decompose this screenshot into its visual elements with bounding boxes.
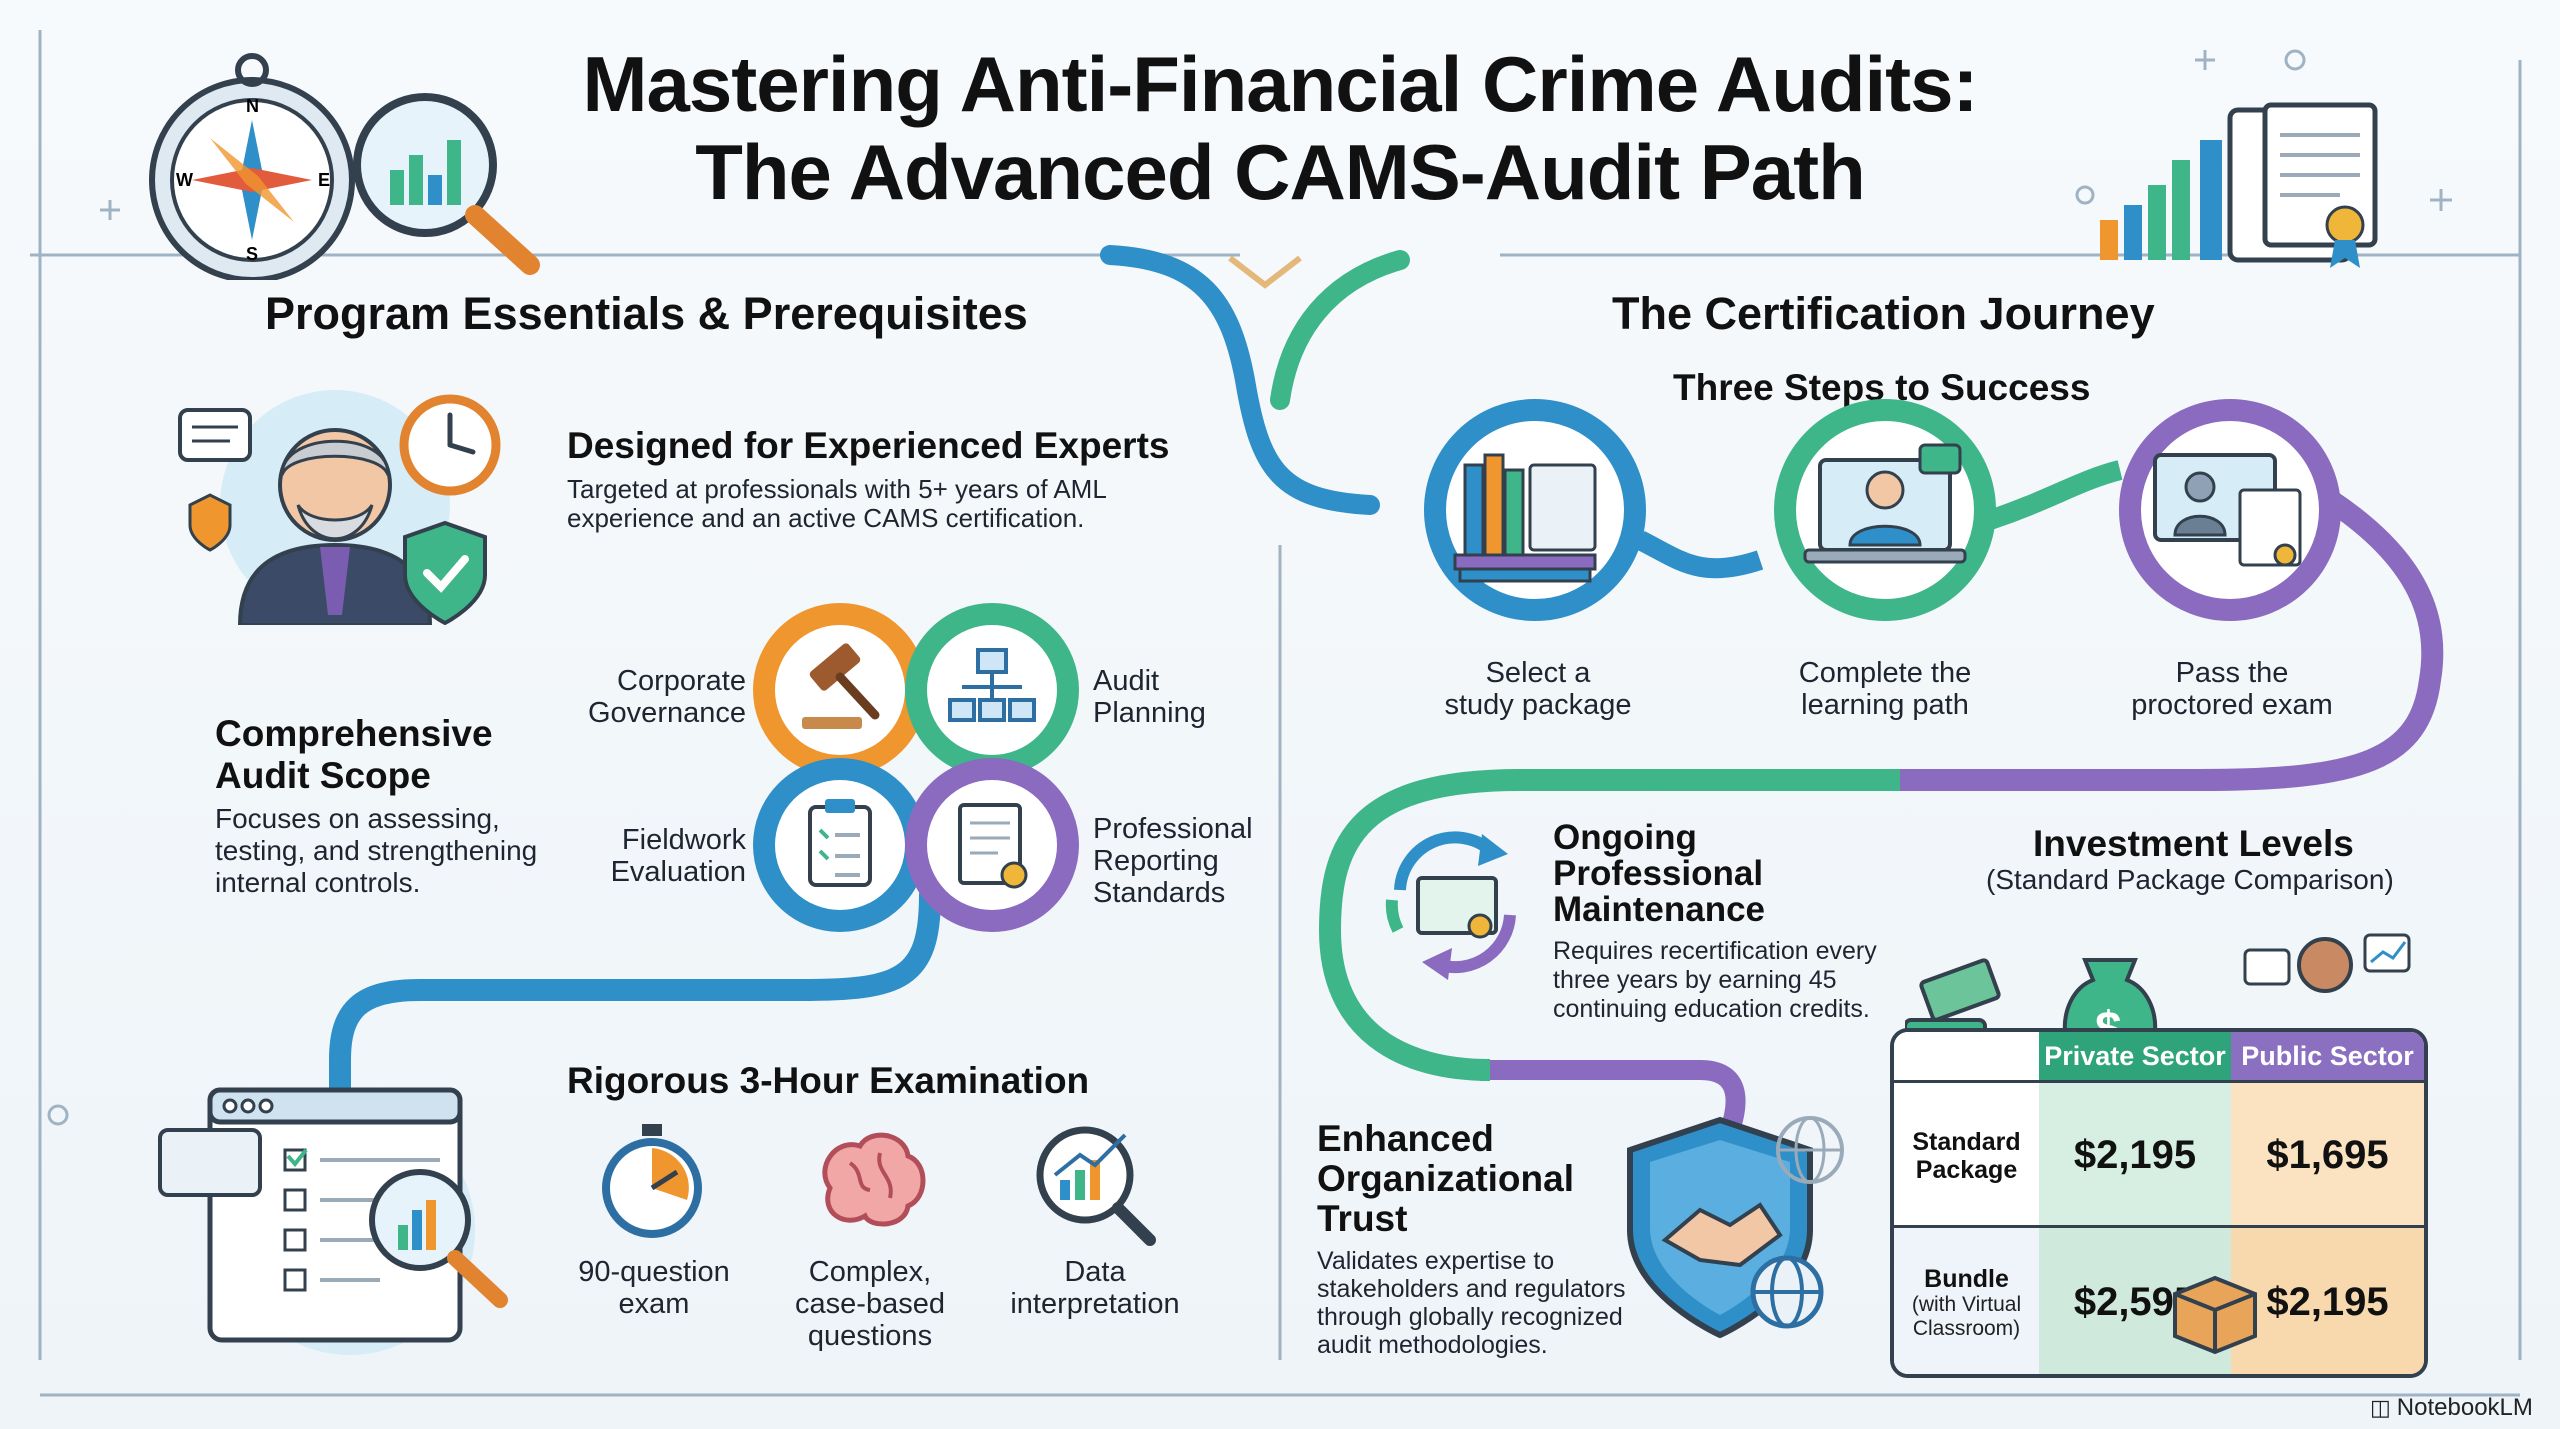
experts-desc-line1: Targeted at professionals with 5+ years … [567,474,1107,504]
col-public-sector: Public Sector [2231,1032,2424,1080]
step-2-line1: Complete the [1798,657,1972,689]
step-1-line1: Select a [1485,657,1591,689]
exam-item-1-line2: exam [618,1288,690,1320]
globe-icon [1776,1116,1844,1184]
books-icon [1424,399,1646,621]
scope-desc-line1: Focuses on assessing, [215,803,500,834]
trust-title-line3: Trust [1317,1198,1408,1239]
compass-icon: N S W E [149,53,355,280]
laptop-learner-icon [1774,399,1996,621]
experts-title: Designed for Experienced Experts [567,425,1170,466]
documents-chart-icon [2100,102,2378,268]
expert-icon [178,390,450,625]
flowchart-icon [948,648,1036,722]
recycle-certificate-icon [1385,831,1516,980]
domain-fieldwork-line2: Evaluation [610,856,746,888]
domain-reporting-line3: Standards [1093,877,1226,909]
proctored-exam-icon [2119,399,2341,621]
exam-title: Rigorous 3-Hour Examination [567,1060,1090,1101]
clipboard-icon [808,799,872,887]
trust-title-line2: Organizational [1317,1158,1574,1199]
globe-icon-2 [1750,1255,1824,1329]
exam-item-2-line2: case-based [795,1288,945,1320]
package-icon [2173,1275,2257,1355]
domain-reporting-line1: Professional [1093,813,1253,845]
exam-item-3-line1: Data [1064,1256,1126,1288]
step-3-line1: Pass the [2175,657,2289,689]
row-bundle-label: Bundle (with Virtual Classroom) [1894,1225,2039,1374]
page-title-line1: Mastering Anti-Financial Crime Audits: [582,40,1978,128]
maintenance-title-line2: Professional [1553,854,1764,893]
investment-title: Investment Levels [2033,823,2354,864]
step-3-line2: proctored exam [2131,689,2333,721]
maintenance-desc-line2: three years by earning 45 [1553,966,1837,994]
exam-screen-icon [158,1087,508,1355]
trust-desc-line3: through globally recognized [1317,1303,1623,1331]
gavel-icon [802,643,880,729]
row-standard-label-line2: Package [1915,1155,2018,1184]
row-standard-label-line1: Standard [1912,1127,2021,1156]
maintenance-desc-line3: continuing education credits. [1553,995,1870,1023]
svg-text:N: N [246,96,259,116]
section-heading-program: Program Essentials & Prerequisites [265,288,1028,339]
scope-desc-line3: internal controls. [215,867,421,898]
price-bundle-public: $2,195 [2231,1225,2424,1374]
col-private-sector: Private Sector [2039,1032,2231,1080]
exam-item-3-line2: interpretation [1010,1288,1180,1320]
notebooklm-logo-icon: ◫ [2370,1395,2391,1420]
price-standard-public: $1,695 [2231,1080,2424,1228]
svg-text:E: E [318,170,330,190]
trust-title-line1: Enhanced [1317,1118,1494,1159]
domain-governance-line2: Governance [588,697,746,729]
certificate-icon [958,803,1028,889]
shield-check-icon [403,520,487,626]
domain-planning-line2: Planning [1093,697,1206,729]
exam-item-2-line1: Complex, [808,1256,932,1288]
exam-item-2-line3: questions [807,1320,933,1352]
scope-title-line1: Comprehensive [215,713,493,754]
svg-text:S: S [246,244,258,264]
trust-desc-line1: Validates expertise to [1317,1247,1555,1275]
page-title-line2: The Advanced CAMS-Audit Path [695,128,1866,216]
maintenance-title-line1: Ongoing [1553,818,1697,857]
magnifier-chart-icon [353,93,540,275]
investment-subtitle: (Standard Package Comparison) [1986,864,2394,895]
domain-reporting-line2: Reporting [1093,845,1219,877]
exam-item-1-line1: 90-question [578,1256,730,1288]
brain-icon [822,1132,926,1227]
domain-governance-line1: Corporate [617,665,746,697]
step-2-line2: learning path [1801,689,1969,721]
row-bundle-label-line1: Bundle [1924,1264,2009,1293]
step-1-line2: study package [1444,689,1632,721]
data-magnifier-icon [1036,1126,1156,1246]
row-standard-label: Standard Package [1894,1080,2039,1228]
row-bundle-sub-line1: (with Virtual [1911,1292,2022,1316]
footer-brand: ◫ NotebookLM [2370,1393,2540,1423]
footer-brand-text: NotebookLM [2396,1394,2533,1421]
domain-fieldwork-line1: Fieldwork [621,824,746,856]
scope-desc-line2: testing, and strengthening [215,835,538,866]
table-corner [1894,1032,2039,1080]
price-standard-private: $2,195 [2039,1080,2231,1228]
domain-planning-line1: Audit [1093,665,1160,697]
trust-desc-line4: audit methodologies. [1317,1331,1548,1359]
row-bundle-sub-line2: Classroom) [1912,1316,2021,1340]
maintenance-title-line3: Maintenance [1553,890,1765,929]
trust-desc-line2: stakeholders and regulators [1317,1275,1626,1303]
svg-text:W: W [176,170,193,190]
audit-domains-knot [753,603,1079,932]
clock-icon [399,394,501,496]
stopwatch-icon [602,1124,702,1238]
scope-title-line2: Audit Scope [215,755,431,796]
experts-desc-line2: experience and an active CAMS certificat… [567,503,1085,533]
section-heading-journey: The Certification Journey [1612,288,2155,339]
investment-table: Private Sector Public Sector Standard Pa… [1890,1028,2428,1378]
maintenance-desc-line1: Requires recertification every [1553,937,1877,965]
